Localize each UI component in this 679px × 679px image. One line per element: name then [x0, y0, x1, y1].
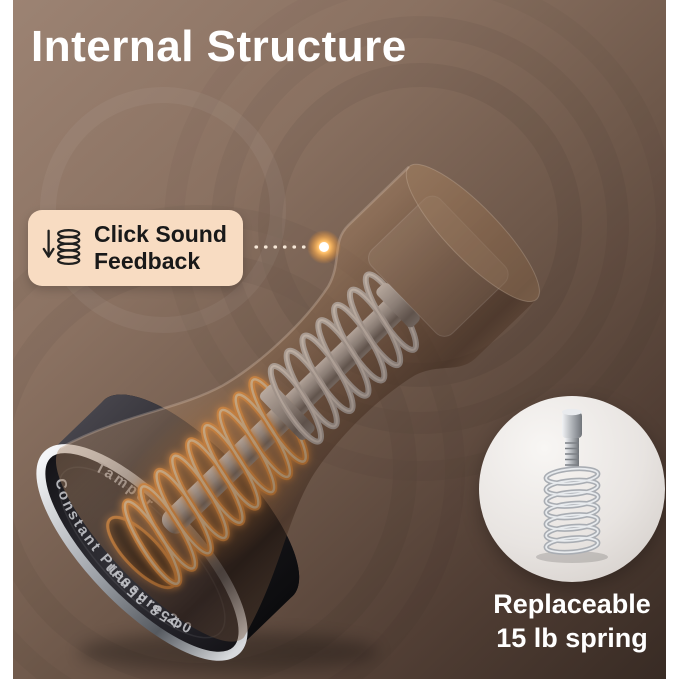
click-spring-icon — [42, 229, 81, 266]
click-sound-callout: Click Sound Feedback — [28, 210, 243, 287]
background-gradient: Constant Pressure 2.0 Φ58.35mm Tamper — [13, 0, 666, 679]
callout-line-1: Click Sound — [94, 221, 227, 247]
inset-caption-line-1: Replaceable — [493, 589, 651, 619]
scene-illustration: Constant Pressure 2.0 Φ58.35mm Tamper — [13, 63, 582, 679]
callout-text: Click Sound Feedback — [94, 221, 227, 275]
callout-line-2: Feedback — [94, 248, 201, 275]
handle-body — [55, 163, 540, 642]
replacement-spring-icon — [536, 408, 608, 563]
handle-cap — [405, 163, 540, 303]
replaceable-spring-inset — [479, 396, 665, 582]
page-title: Internal Structure — [31, 22, 407, 71]
tamper-illustration: Constant Pressure 2.0 Φ58.35mm Tamper — [33, 163, 540, 661]
inset-caption: Replaceable 15 lb spring — [462, 588, 666, 656]
glow-dot — [307, 230, 341, 264]
inset-caption-line-2: 15 lb spring — [496, 622, 648, 653]
